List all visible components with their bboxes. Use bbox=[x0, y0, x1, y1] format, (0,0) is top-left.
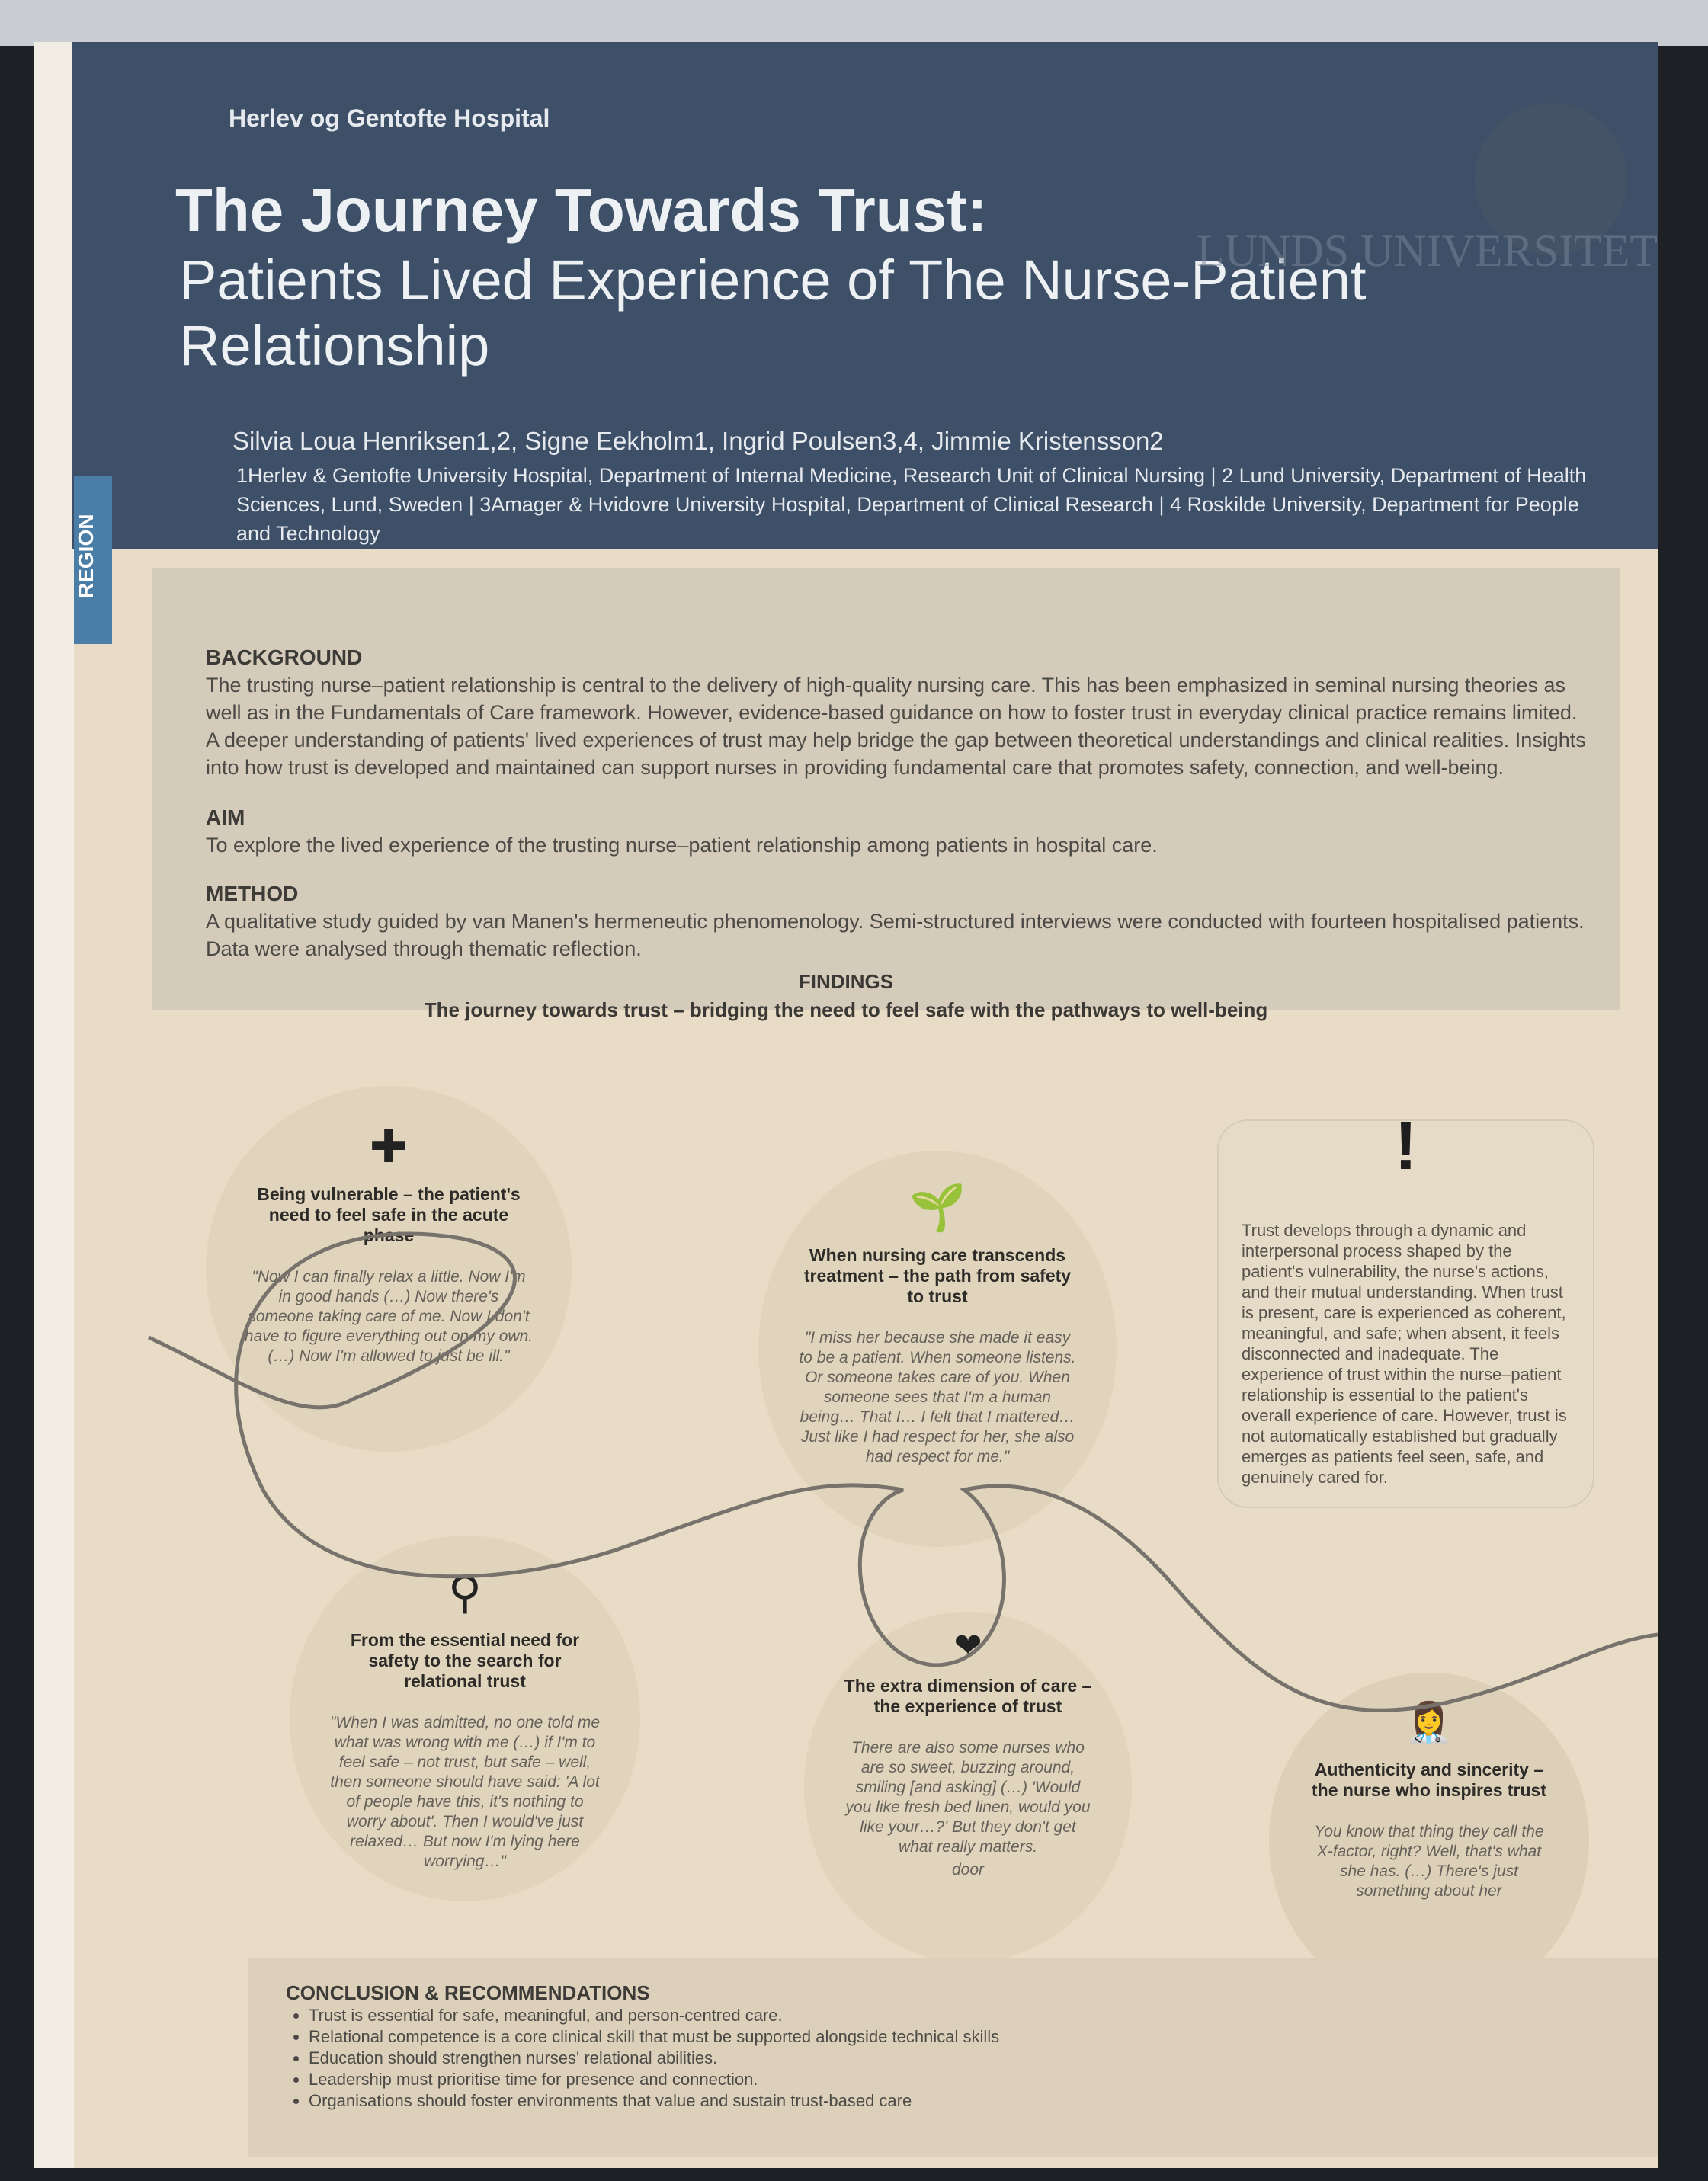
theme-bubble: ⚲ From the essential need for safety to … bbox=[290, 1536, 640, 1901]
conclusion-item: Relational competence is a core clinical… bbox=[309, 2026, 1620, 2048]
theme-title: When nursing care transcends treatment –… bbox=[803, 1245, 1072, 1306]
title-line-1: The Journey Towards Trust: bbox=[175, 176, 988, 244]
theme-title: Authenticity and sincerity – the nurse w… bbox=[1312, 1760, 1546, 1800]
intro-section: BACKGROUND The trusting nurse–patient re… bbox=[152, 568, 1620, 1010]
conclusion-heading: CONCLUSION & RECOMMENDATIONS bbox=[286, 1981, 650, 2004]
theme-quote: "Now I can finally relax a little. Now I… bbox=[244, 1268, 534, 1365]
medical-cross-icon: ✚ bbox=[369, 1121, 409, 1172]
theme-bubble: ✚ Being vulnerable – the patient's need … bbox=[206, 1086, 572, 1452]
method-heading: METHOD bbox=[206, 882, 299, 905]
aim-section: AIM To explore the lived experience of t… bbox=[206, 804, 1593, 859]
conclusion-item: Leadership must prioritise time for pres… bbox=[309, 2069, 1620, 2090]
theme-bubble: 👩‍⚕ Authenticity and sincerity – the nur… bbox=[1269, 1673, 1589, 2008]
conclusion-item: Organisations should foster environments… bbox=[309, 2090, 1620, 2112]
background-heading: BACKGROUND bbox=[206, 645, 363, 669]
findings-heading: FINDINGS bbox=[798, 970, 894, 993]
theme-bubble: 🌱 When nursing care transcends treatment… bbox=[758, 1151, 1117, 1547]
theme-quote: "I miss her because she made it easy to … bbox=[799, 1329, 1076, 1465]
aim-text: To explore the lived experience of the t… bbox=[206, 834, 1158, 857]
theme-bubble: ❤ The extra dimension of care – the expe… bbox=[804, 1612, 1132, 1962]
hospital-name: Herlev og Gentofte Hospital bbox=[229, 104, 550, 132]
method-text: A qualitative study guided by van Manen'… bbox=[206, 910, 1585, 960]
aim-heading: AIM bbox=[206, 805, 245, 829]
theme-quote: "When I was admitted, no one told me wha… bbox=[329, 1714, 601, 1870]
conclusion-item: Education should strengthen nurses' rela… bbox=[309, 2048, 1620, 2069]
poster: Herlev og Gentofte Hospital The Journey … bbox=[34, 42, 1658, 2168]
summary-box: ! Trust develops through a dynamic and i… bbox=[1217, 1112, 1594, 1508]
theme-quote: You know that thing they call the X-fact… bbox=[1314, 1823, 1544, 1900]
plant-in-hand-icon: 🌱 bbox=[908, 1182, 966, 1233]
theme-title: The extra dimension of care – the experi… bbox=[844, 1676, 1092, 1716]
wall bbox=[0, 0, 1708, 46]
title-line-2: Patients Lived Experience of The Nurse-P… bbox=[179, 248, 1367, 377]
lund-logo-text: LUNDS UNIVERSITET bbox=[1197, 226, 1658, 276]
conclusion-item: Trust is essential for safe, meaningful,… bbox=[309, 2005, 1620, 2026]
poster-header: Herlev og Gentofte Hospital The Journey … bbox=[72, 42, 1658, 549]
background-section: BACKGROUND The trusting nurse–patient re… bbox=[206, 644, 1593, 781]
findings-subtitle: The journey towards trust – bridging the… bbox=[424, 998, 1268, 1021]
conclusion-section: CONCLUSION & RECOMMENDATIONS Trust is es… bbox=[248, 1958, 1658, 2157]
affiliations: 1Herlev & Gentofte University Hospital, … bbox=[236, 464, 1587, 545]
left-stripe bbox=[34, 42, 74, 2168]
conclusion-list: Trust is essential for safe, meaningful,… bbox=[286, 2005, 1620, 2112]
lund-seal-logo bbox=[1475, 103, 1627, 255]
theme-quote-extra: door bbox=[951, 1861, 985, 1878]
authors: Silvia Loua Henriksen1,2, Signe Eekholm1… bbox=[232, 427, 1164, 455]
summary-text: Trust develops through a dynamic and int… bbox=[1242, 1221, 1567, 1487]
background-text: The trusting nurse–patient relationship … bbox=[206, 674, 1586, 779]
theme-quote: There are also some nurses who are so sw… bbox=[845, 1739, 1091, 1856]
method-section: METHOD A qualitative study guided by van… bbox=[206, 880, 1593, 962]
journey-path-line bbox=[147, 1231, 1658, 1712]
theme-title: From the essential need for safety to th… bbox=[350, 1630, 580, 1691]
